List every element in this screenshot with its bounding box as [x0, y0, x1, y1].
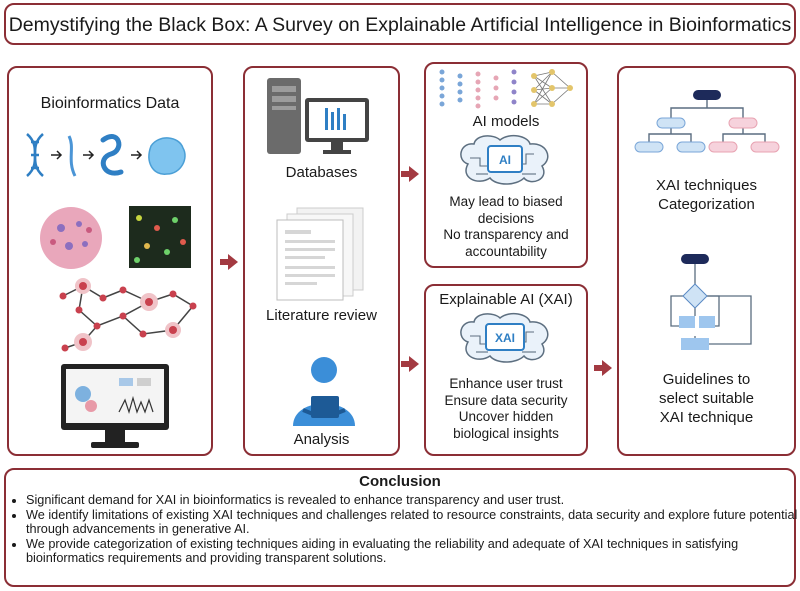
- ai-models-panel: AI models AI May lead to biased decision…: [424, 62, 588, 268]
- databases-label: Databases: [285, 164, 358, 181]
- conclusion-point: Significant demand for XAI in bioinforma…: [26, 493, 800, 508]
- guidelines-line: Guidelines to: [662, 371, 751, 388]
- xai-chip-label: XAI: [495, 331, 515, 345]
- flowchart-icon: [670, 254, 752, 350]
- xai-brain-icon: XAI: [460, 312, 549, 363]
- xai-benefit-line: Enhance user trust: [449, 376, 563, 391]
- literature-review-label: Literature review: [266, 307, 377, 324]
- monitor-icon: [61, 364, 169, 448]
- flow-arrow-1: [220, 254, 238, 270]
- hierarchy-tree-icon: [634, 90, 780, 153]
- conclusion-list: Significant demand for XAI in bioinforma…: [12, 493, 800, 566]
- ai-chip-label: AI: [499, 153, 511, 167]
- flow-arrow-3: [401, 356, 419, 372]
- xai-benefits: Enhance user trust Ensure data security …: [426, 376, 586, 442]
- guidelines-line: XAI technique: [659, 409, 754, 426]
- conclusion-box: Conclusion Significant demand for XAI in…: [4, 468, 797, 587]
- conclusion-point: We provide categorization of existing te…: [26, 537, 800, 566]
- ai-issues: May lead to biased decisions No transpar…: [426, 194, 586, 260]
- flow-arrow-4: [594, 360, 612, 376]
- categorization-label: XAI techniques Categorization: [619, 176, 794, 214]
- xai-heading: Explainable AI (XAI): [439, 291, 573, 308]
- analyst-icon: [293, 357, 355, 426]
- categorization-line: XAI techniques: [656, 177, 757, 194]
- bioinformatics-data-heading: Bioinformatics Data: [40, 95, 180, 112]
- xai-panel: Explainable AI (XAI) XAI Enhance user tr…: [424, 284, 588, 456]
- dna-to-protein-icon: [26, 133, 186, 177]
- outcomes-panel: XAI techniques Categorization Guidelines…: [617, 66, 796, 456]
- tissue-image-icon: [40, 206, 191, 269]
- figure-title: Demystifying the Black Box: A Survey on …: [8, 14, 792, 36]
- documents-icon: [276, 207, 364, 301]
- ai-brain-icon: AI: [460, 134, 549, 185]
- title-box: Demystifying the Black Box: A Survey on …: [4, 3, 796, 45]
- xai-benefit-line: biological insights: [453, 425, 559, 441]
- ai-issue-line: May lead to biased: [449, 194, 563, 209]
- network-graph-icon: [59, 278, 197, 352]
- categorization-line: Categorization: [658, 196, 755, 213]
- sources-panel: Databases Literature review Analysis: [243, 66, 400, 456]
- ai-issue-line: No transparency and: [443, 227, 569, 242]
- conclusion-heading: Conclusion: [359, 473, 441, 490]
- conclusion-point: We identify limitations of existing XAI …: [26, 508, 800, 537]
- flow-arrow-2: [401, 166, 419, 182]
- xai-benefit-line: Uncover hidden: [458, 409, 554, 424]
- ai-models-heading: AI models: [472, 113, 540, 130]
- ai-issue-line: accountability: [465, 243, 547, 259]
- analysis-label: Analysis: [293, 431, 350, 448]
- neural-network-icon: [439, 69, 573, 109]
- guidelines-label: Guidelines to select suitable XAI techni…: [619, 370, 794, 427]
- ai-issue-line: decisions: [477, 210, 535, 226]
- bioinformatics-data-panel: Bioinformatics Data: [7, 66, 213, 456]
- guidelines-line: select suitable: [658, 390, 755, 407]
- database-server-icon: [267, 78, 369, 154]
- xai-benefit-line: Ensure data security: [444, 392, 568, 408]
